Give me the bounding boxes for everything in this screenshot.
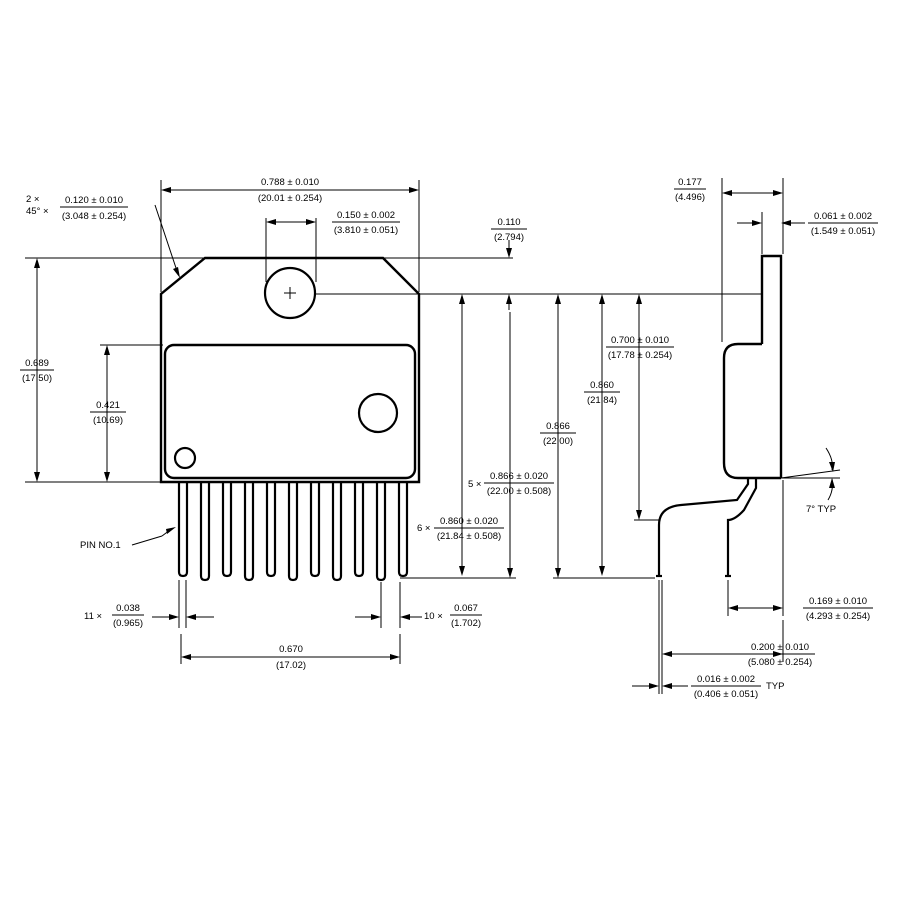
tab-thickness-inch: 0.061 ± 0.002 — [814, 211, 872, 222]
lead-offset-169-inch: 0.169 ± 0.010 — [809, 596, 867, 607]
hole-tip-5-mm: (22.00 ± 0.508) — [487, 486, 551, 497]
hole-tip-6-inch: 0.860 ± 0.020 — [440, 516, 498, 527]
lead-9 — [353, 482, 365, 578]
front-view — [159, 256, 421, 582]
lead-3 — [221, 482, 233, 578]
side-700-mm: (17.78 ± 0.254) — [608, 350, 672, 361]
front-dimension-lines — [25, 180, 762, 664]
leads — [177, 482, 409, 582]
lead-offset-200-mm: (5.080 ± 0.254) — [748, 657, 812, 668]
side-866-inch: 0.866 — [546, 421, 570, 432]
chamfer-inch: 0.120 ± 0.010 — [65, 195, 123, 206]
pin-width-mm: (0.965) — [113, 618, 143, 629]
lead-2 — [199, 482, 211, 582]
lead-6 — [287, 482, 299, 582]
body-width-inch: 0.788 ± 0.010 — [261, 177, 319, 188]
pin-pitch-inch: 0.067 — [454, 603, 478, 614]
dimension-labels: 2 × 45° × 0.120 ± 0.010 (3.048 ± 0.254) … — [20, 177, 878, 700]
side-866-mm: (22.00) — [543, 436, 573, 447]
body-width-mm: (20.01 ± 0.254) — [258, 193, 322, 204]
lead-10 — [375, 482, 387, 582]
side-700-inch: 0.700 ± 0.010 — [611, 335, 669, 346]
chamfer-angle: 45° × — [26, 206, 49, 217]
mold-height-inch: 0.421 — [96, 400, 120, 411]
side-860-mm: (21.84) — [587, 395, 617, 406]
pin-span-inch: 0.670 — [279, 644, 303, 655]
draft-angle: 7° TYP — [806, 504, 836, 515]
hole-tip-5-inch: 0.866 ± 0.020 — [490, 471, 548, 482]
hole-tip-6-count: 6 × — [417, 523, 430, 534]
lead-5 — [265, 482, 277, 578]
lead-thickness-inch: 0.016 ± 0.002 — [697, 674, 755, 685]
hole-tip-6-mm: (21.84 ± 0.508) — [437, 531, 501, 542]
side-860-inch: 0.860 — [590, 380, 614, 391]
tab-height-mm: (17.50) — [22, 373, 52, 384]
pin-width-inch: 0.038 — [116, 603, 140, 614]
lead-1 — [177, 482, 189, 578]
side-view — [656, 254, 783, 578]
mounting-hole — [263, 266, 317, 320]
pin-width-count: 11 × — [84, 611, 102, 622]
lead-offset-200-inch: 0.200 ± 0.010 — [751, 642, 809, 653]
pin-pitch-mm: (1.702) — [451, 618, 481, 629]
chamfer-mm: (3.048 ± 0.254) — [62, 211, 126, 222]
chamfer-count: 2 × — [26, 194, 39, 205]
pin1-dot — [173, 446, 197, 470]
side-tab — [760, 254, 783, 478]
side-dimension-lines — [555, 178, 841, 694]
mold-height-mm: (10.69) — [93, 415, 123, 426]
lead-4 — [243, 482, 255, 582]
tab-height-inch: 0.689 — [25, 358, 49, 369]
lead-8 — [331, 482, 343, 582]
hole-offset-mm: (3.810 ± 0.051) — [334, 225, 398, 236]
tab-thickness-mm: (1.549 ± 0.051) — [811, 226, 875, 237]
hole-tip-5-count: 5 × — [468, 479, 481, 490]
lead-7 — [309, 482, 321, 578]
side-depth-inch: 0.177 — [678, 177, 702, 188]
ejector-mark — [357, 392, 399, 434]
tab-hole-offset-inch: 0.110 — [497, 217, 520, 228]
side-body — [722, 342, 781, 480]
side-lead — [657, 478, 750, 576]
mold-body — [163, 343, 417, 480]
hole-offset-inch: 0.150 ± 0.002 — [337, 210, 395, 221]
tab-hole-offset-mm: (2.794) — [494, 232, 524, 243]
side-depth-mm: (4.496) — [675, 192, 705, 203]
pin1-label: PIN NO.1 — [80, 540, 121, 551]
lead-offset-169-mm: (4.293 ± 0.254) — [806, 611, 870, 622]
pin-span-mm: (17.02) — [276, 660, 306, 671]
side-lead-inner — [726, 478, 758, 576]
lead-thickness-mm: (0.406 ± 0.051) — [694, 689, 758, 700]
lead-11 — [397, 482, 409, 578]
pin-pitch-count: 10 × — [424, 611, 443, 622]
lead-thickness-typ: TYP — [766, 681, 784, 692]
